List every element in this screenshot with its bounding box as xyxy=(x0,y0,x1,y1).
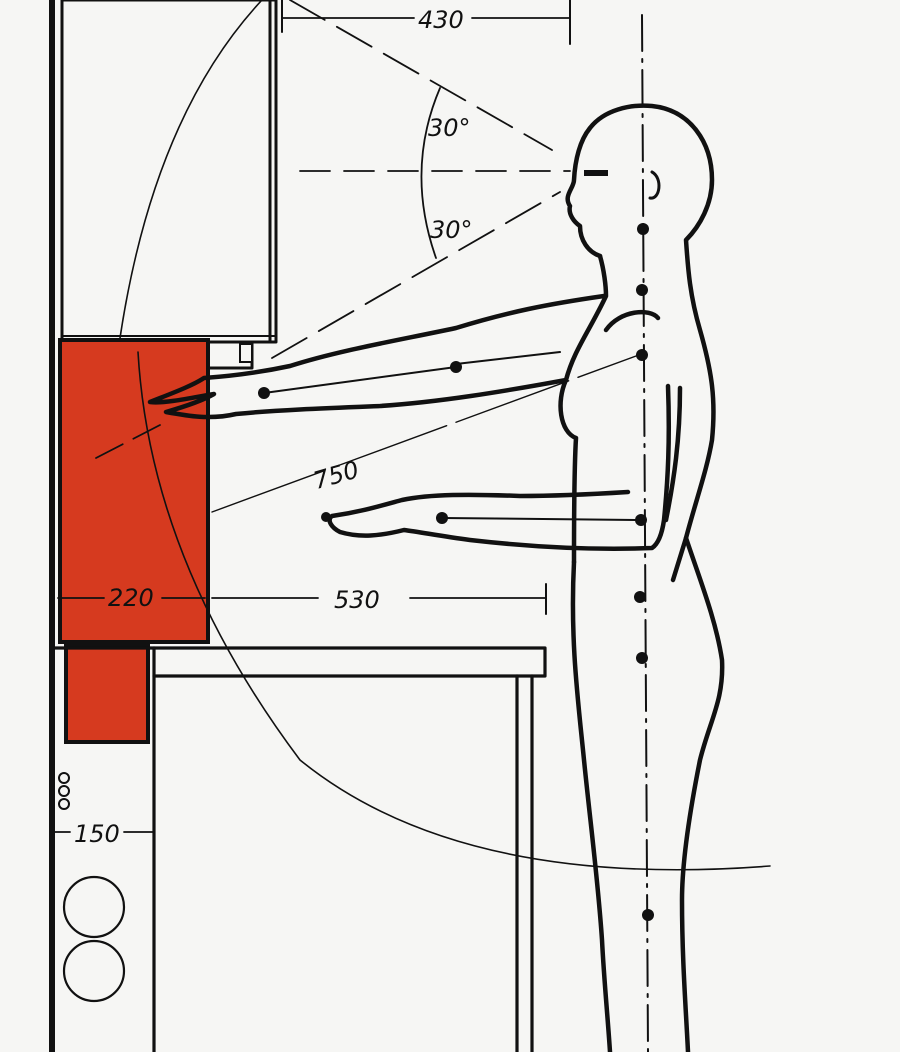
reach-arc xyxy=(137,351,771,871)
joint-markers xyxy=(258,223,654,921)
countertop xyxy=(52,646,547,678)
dim-220-label: 220 xyxy=(108,584,154,612)
angle-up-label: 30° xyxy=(428,114,471,142)
stove-controls xyxy=(58,772,126,1003)
door-swing-arc xyxy=(117,0,263,353)
dimension-hood-front xyxy=(57,583,547,615)
dim-530-label: 530 xyxy=(334,586,380,614)
dim-150-label: 150 xyxy=(74,820,120,848)
upper-cabinet xyxy=(60,0,278,344)
base-cabinet xyxy=(152,646,534,1052)
dim-750-label: 750 xyxy=(310,455,362,495)
dim-430-label: 430 xyxy=(418,6,464,34)
body-axis xyxy=(641,14,649,1052)
angle-down-label: 30° xyxy=(430,216,473,244)
human-figure xyxy=(147,103,725,1052)
dimension-top xyxy=(281,0,571,45)
